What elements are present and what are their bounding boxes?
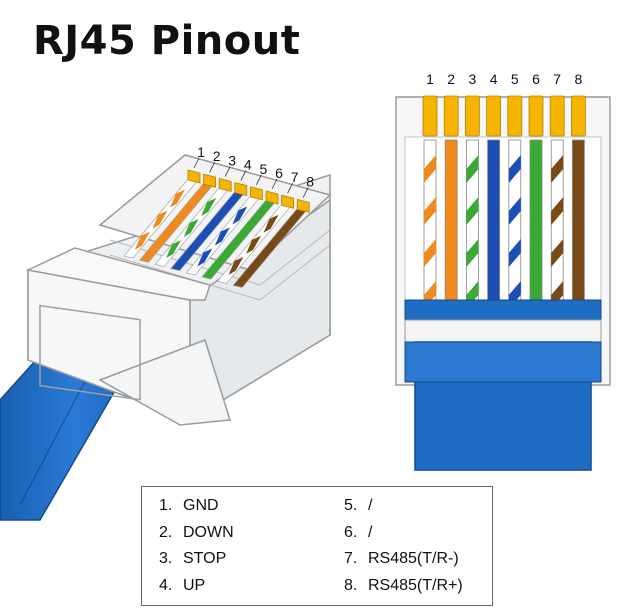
front-contact-7 [549, 95, 565, 137]
front-contact-3 [464, 95, 480, 137]
perspective-wire-5 [185, 194, 261, 276]
legend-label: RS485(T/R+) [368, 576, 463, 594]
front-contact-1 [422, 95, 438, 137]
legend-label: DOWN [183, 523, 234, 541]
legend-label: / [368, 523, 373, 541]
front-wire-1 [423, 139, 437, 309]
perspective-contact-5 [249, 186, 263, 201]
front-pin-number-7: 7 [553, 71, 561, 87]
perspective-contact-7 [281, 194, 295, 209]
front-pin-number-1: 1 [426, 71, 434, 87]
legend-label: RS485(T/R-) [368, 550, 459, 567]
front-pin-number-2: 2 [447, 71, 455, 87]
legend-item-1: 1. GND [159, 497, 219, 515]
perspective-contact-2 [203, 173, 217, 188]
legend-label: GND [183, 497, 219, 514]
legend-label: UP [183, 576, 206, 594]
front-wire-6 [529, 139, 543, 303]
legend-item-5: 5. / [344, 497, 372, 515]
perspective-wire-3 [154, 186, 230, 267]
legend-item-6: 6. / [344, 524, 372, 542]
front-contact-4 [486, 95, 502, 137]
front-wire-3 [465, 139, 479, 309]
front-wire-7 [550, 139, 564, 309]
legend-number: 4. [159, 576, 173, 594]
front-pin-number-3: 3 [469, 71, 477, 87]
front-contact-5 [507, 95, 523, 137]
legend-item-8: 8. RS485(T/R+) [344, 577, 463, 595]
legend-label: / [368, 497, 373, 514]
perspective-pin-number-2: 2 [213, 148, 221, 164]
legend-item-7: 7. RS485(T/R-) [344, 550, 459, 568]
perspective-pin-number-3: 3 [228, 152, 236, 168]
front-pin-number-4: 4 [490, 71, 498, 87]
perspective-pin-number-7: 7 [291, 169, 299, 185]
perspective-contact-4 [234, 182, 248, 197]
pin-legend: 1. GND 2. DOWN 3. STOP 4. UP 5. / 6. / 7. RS485(T/R-)… [141, 486, 493, 606]
legend-item-3: 3. STOP [159, 550, 226, 568]
strain-relief-band [404, 319, 602, 343]
perspective-plug [0, 154, 332, 521]
legend-number: 5. [344, 497, 358, 514]
page-title: RJ45 Pinout [33, 18, 301, 64]
front-cable [404, 299, 602, 471]
legend-label: STOP [183, 550, 227, 567]
perspective-pin-number-8: 8 [306, 173, 314, 189]
legend-number: 7. [344, 550, 358, 567]
perspective-contact-8 [296, 198, 310, 213]
legend-number: 1. [159, 497, 173, 514]
front-contact-6 [528, 95, 544, 137]
front-pin-number-5: 5 [511, 71, 519, 87]
front-wire-2 [444, 139, 458, 303]
front-contact-2 [443, 95, 459, 137]
front-pin-number-8: 8 [575, 71, 583, 87]
perspective-pin-number-6: 6 [275, 165, 283, 181]
perspective-contact-6 [265, 190, 279, 205]
front-wire-4 [487, 139, 501, 303]
perspective-pin-number-1: 1 [197, 144, 205, 160]
legend-number: 2. [159, 523, 173, 541]
legend-item-4: 4. UP [159, 577, 205, 595]
front-contact-8 [571, 95, 586, 137]
perspective-contact-1 [187, 169, 201, 184]
perspective-pin-number-5: 5 [260, 161, 268, 177]
legend-number: 6. [344, 523, 358, 541]
front-wire-8 [572, 139, 585, 303]
legend-item-2: 2. DOWN [159, 524, 234, 542]
locking-tab [98, 339, 231, 426]
legend-number: 8. [344, 576, 358, 594]
front-wire-5 [508, 139, 522, 309]
front-pin-number-6: 6 [532, 71, 540, 87]
perspective-contact-3 [218, 177, 232, 192]
legend-number: 3. [159, 550, 173, 567]
perspective-pin-number-4: 4 [244, 157, 252, 173]
